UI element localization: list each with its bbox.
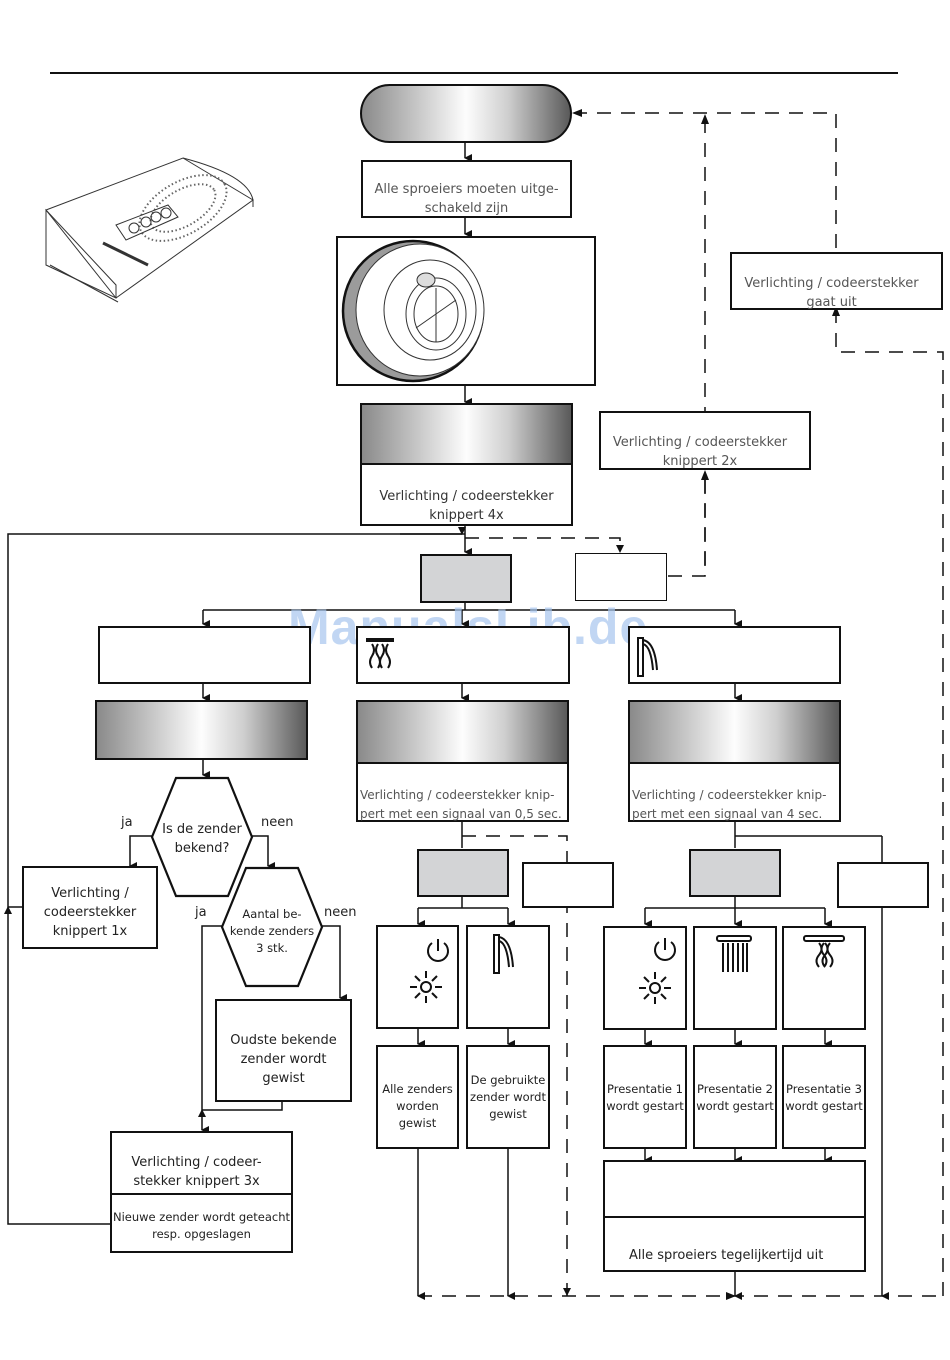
remote-illustration-box xyxy=(336,236,596,386)
waterfall-icon xyxy=(637,637,658,677)
used-deleted-box: De gebruikte zender wordt gewist xyxy=(466,1045,550,1149)
flash-1x-box: Verlichting / codeerstekker knippert 1x xyxy=(22,866,158,949)
start-pill xyxy=(360,84,572,143)
flash-3x-box: Verlichting / codeer- stekker knippert 3… xyxy=(110,1131,293,1253)
label-yes: ja xyxy=(121,815,133,830)
goes-off-box: Verlichting / codeerstekker gaat uit xyxy=(730,252,943,310)
selector-box xyxy=(420,554,512,603)
power-light-box-right xyxy=(603,926,687,1030)
remote-button-illustration xyxy=(341,239,485,383)
shower-panel-illustration xyxy=(45,157,254,303)
signal-05-box: Verlichting / codeerstekker knip- pert m… xyxy=(356,700,569,822)
presentation-1-box: Presentatie 1 wordt gestart xyxy=(603,1045,687,1149)
selector-box-mid xyxy=(417,849,509,897)
power-light-box-mid xyxy=(376,925,459,1029)
all-off-required-box: Alle sproeiers moeten uitge- schakeld zi… xyxy=(361,160,572,218)
option-left-box xyxy=(98,626,311,684)
presentation-2-box: Presentatie 2 wordt gestart xyxy=(693,1045,777,1149)
label-yes-2: ja xyxy=(195,905,207,920)
hold-bar-left xyxy=(95,700,308,760)
decision-count-hexagon xyxy=(220,866,324,988)
label-no-2: neen xyxy=(324,905,357,920)
waterfall-box-mid xyxy=(466,925,550,1029)
option-waterfall-box xyxy=(628,626,841,684)
light-icon xyxy=(410,971,442,1003)
waterfall-icon xyxy=(493,934,514,974)
power-icon xyxy=(654,938,676,961)
flash-4x-box: Verlichting / codeerstekker knippert 4x xyxy=(360,403,573,526)
mist-box-right xyxy=(782,926,866,1030)
rain-icon xyxy=(716,935,752,972)
all-off-box: Alle sproeiers tegelijkertijd uit xyxy=(603,1160,866,1272)
power-icon xyxy=(427,939,449,962)
option-mist-box xyxy=(356,626,570,684)
signal-4-box: Verlichting / codeerstekker knip- pert m… xyxy=(628,700,841,822)
mist-icon xyxy=(366,638,394,669)
presentation-3-box: Presentatie 3 wordt gestart xyxy=(782,1045,866,1149)
flash-2x-box: Verlichting / codeerstekker knippert 2x xyxy=(599,411,811,470)
empty-box-mid xyxy=(522,862,614,908)
selector-box-right xyxy=(689,849,781,897)
light-icon xyxy=(639,972,671,1004)
all-deleted-box: Alle zenders worden gewist xyxy=(376,1045,459,1149)
oldest-deleted-box: Oudste bekende zender wordt gewist xyxy=(215,999,352,1102)
empty-box-right xyxy=(837,862,929,908)
label-no: neen xyxy=(261,815,294,830)
rain-box-right xyxy=(693,926,777,1030)
button-press-bar xyxy=(362,405,571,463)
mist-icon xyxy=(803,935,845,968)
empty-box xyxy=(575,553,667,601)
decision-known-hexagon xyxy=(150,776,254,898)
